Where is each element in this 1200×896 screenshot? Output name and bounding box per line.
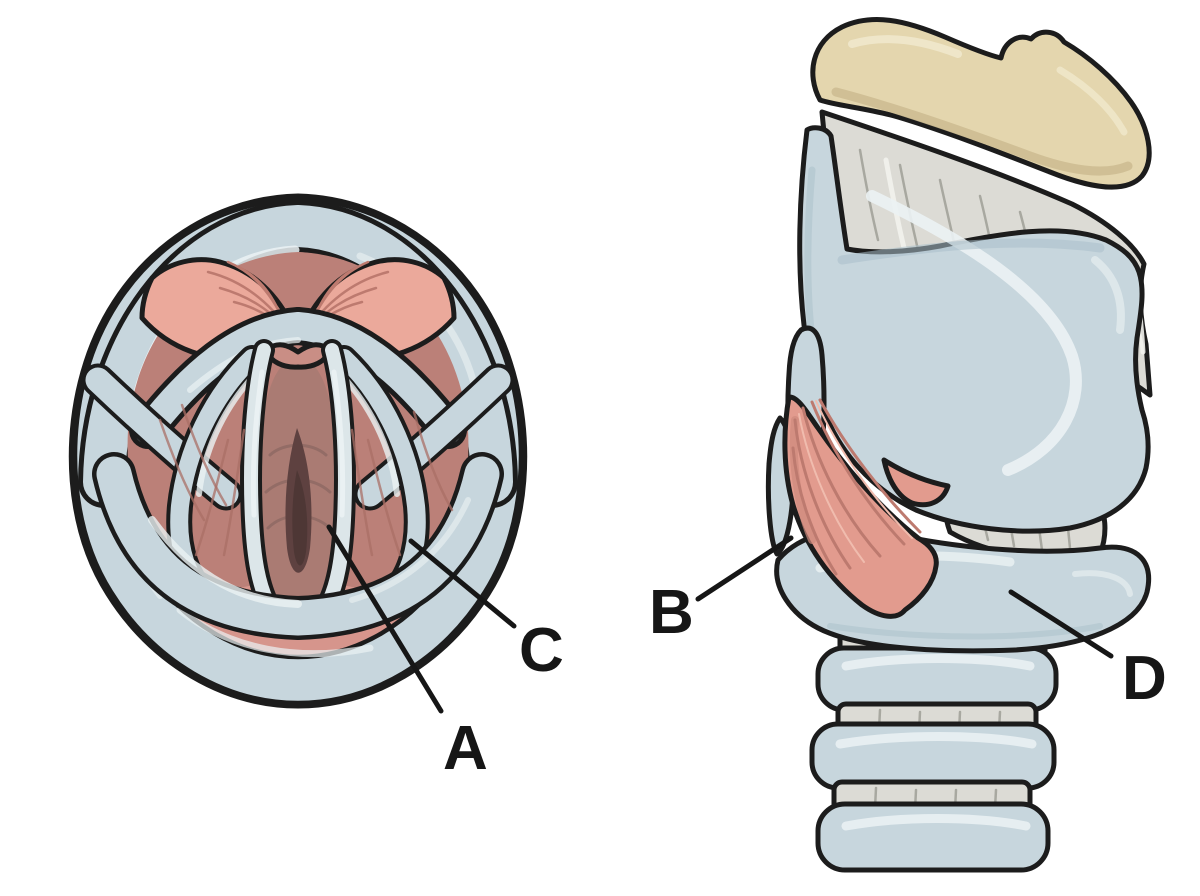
cricothyroid-muscle [782, 394, 939, 619]
leader-line-a [326, 524, 444, 714]
muscle-shading [789, 416, 816, 544]
hyoid-highlight [848, 35, 962, 58]
lateral-larynx-view [765, 17, 1153, 873]
lateral-fold-left [81, 363, 243, 511]
hyoid-bone [810, 17, 1152, 190]
vocal-fold-left [240, 339, 278, 612]
thyroid-shading [837, 238, 1105, 265]
label-a: A [443, 714, 488, 783]
label-d: D [1122, 644, 1167, 713]
tracheal-ring-3 [815, 801, 1051, 873]
inferior-fold-band [92, 452, 504, 640]
glottis-deep-shadow [292, 470, 308, 566]
thyroid-cartilage [797, 125, 1151, 534]
superior-larynx-view [68, 193, 528, 709]
hyoid-highlight [1056, 66, 1128, 136]
hyoid-shading [831, 87, 1133, 176]
vocal-fold-right [318, 339, 356, 612]
ring-2-highlight [835, 732, 1037, 749]
mucosa-striations [158, 403, 454, 557]
ring-3-highlight [841, 814, 1031, 831]
rim-highlight [176, 606, 374, 658]
muscle-peek [881, 457, 951, 508]
muscle-fibers [791, 398, 922, 576]
label-b: B [649, 578, 694, 647]
annotations: A B C D [326, 524, 1167, 783]
thyroid-highlight [1091, 256, 1125, 334]
trachea [809, 615, 1059, 873]
lateral-fold-right [353, 363, 515, 511]
leader-line-b [695, 535, 794, 602]
leader-line-c [408, 538, 517, 629]
label-c: C [519, 616, 564, 685]
thyroid-highlight [866, 190, 1082, 476]
leader-line-d [1008, 589, 1114, 659]
ring-1-highlight [841, 654, 1035, 671]
